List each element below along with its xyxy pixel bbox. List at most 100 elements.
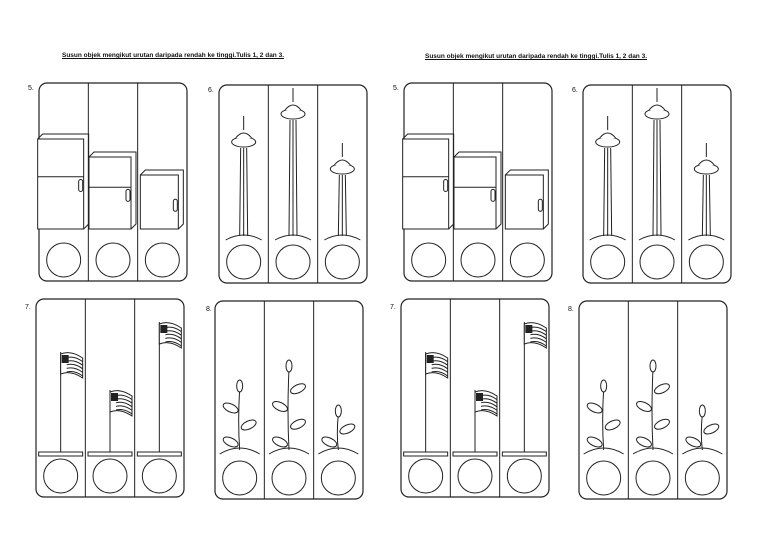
answer-circle [457,458,493,494]
answer-circle [635,460,671,496]
plant-leaf [685,436,702,448]
flag-base-plate [87,451,133,457]
flag-cloth [474,390,498,417]
plant-leaf [222,402,239,414]
question-8-panel-left [214,300,364,500]
answer-circle [408,458,444,494]
question-5-panel-left [37,82,188,282]
plant-leaf [222,436,239,448]
answer-circle [320,460,356,496]
flag-base-plate [136,451,182,457]
fridge-side [88,151,137,230]
plant-bud [236,379,244,393]
question-number-8-right: 8. [568,306,574,313]
flag-cloth [60,352,84,379]
object-plant-1 [583,379,624,455]
tower-pod [280,108,306,120]
flag-stripe [165,341,182,347]
flag-base-plate [452,451,498,457]
question-number-7-left: 7. [25,304,31,311]
flag-stripe [165,333,182,340]
plant-leaf [703,423,720,435]
plant-leaf [604,419,621,431]
object-flag-1 [425,352,449,452]
flag-base-plate [38,451,84,457]
fridge-handle [78,179,84,192]
plant-leaf [290,418,306,430]
question-number-6-right: 6. [572,87,578,94]
flag-stripe [530,341,547,347]
fridge-side [504,169,549,230]
plant-stem [336,413,339,451]
tower-dome [284,104,302,111]
flag-cloth [109,390,133,417]
tower-shaft-right [610,147,613,237]
plant-leaf [586,402,603,414]
flag-stripe [115,401,133,408]
tower-dome [235,132,253,139]
flag-canton [525,325,533,333]
fridge-handle [490,188,496,202]
object-fridge-3 [139,169,184,230]
panel-border [214,300,364,500]
tower-shaft-left [337,174,340,237]
flag-canton [426,355,434,363]
answer-circle [324,244,360,280]
plant-bud [698,404,706,418]
flag-stripe [530,333,547,340]
question-number-5-right: 5. [393,85,399,92]
plant-leaf [272,436,288,448]
object-fridge-1 [37,133,90,230]
answer-circle [411,242,447,278]
flag-stripe [530,337,547,343]
object-tower-2 [274,88,312,241]
answer-circle [590,244,626,280]
answer-circle [509,242,545,278]
object-flag-2 [109,390,133,452]
flag-stripe [165,337,182,343]
tower-shaft-left [288,119,291,237]
answer-circle [144,242,180,278]
plant-leaf [586,436,603,448]
flag-canton [476,393,483,401]
answer-circle [222,460,258,496]
flag-base-plate [501,451,547,457]
flag-cloth [425,352,449,379]
question-number-7-right: 7. [390,304,396,311]
flag-stripe [480,401,498,408]
fridge-side [37,133,90,230]
fridge-body [37,138,85,230]
flag-stripe [115,405,133,411]
answer-circle [275,244,311,280]
plant-leaf [272,401,288,412]
fridge-handle [537,198,543,212]
plant-leaf [290,383,306,395]
fridge-side [139,169,184,230]
answer-circle [460,242,496,278]
tower-shaft-right [246,147,249,237]
flag-stripe [431,371,448,377]
tower-pod [329,163,355,175]
flag-stripe [431,367,448,373]
flag-canton [111,393,118,401]
object-flag-2 [474,390,498,452]
object-fridge-3 [504,169,549,230]
answer-circle [271,460,307,496]
plant-stem [700,413,703,451]
fridge-body [453,156,497,230]
tower-pod [595,136,621,148]
tower-shaft-left [239,147,242,237]
fridge-body [504,174,544,230]
plant-leaf [654,383,670,395]
answer-circle [586,460,622,496]
object-flag-3 [158,322,182,452]
plant-leaf [636,436,652,448]
answer-circle [684,460,720,496]
object-tower-2 [638,88,676,241]
worksheet-title-left: Susun objek mengikut urutan daripada ren… [62,52,284,59]
object-fridge-2 [453,151,502,230]
answer-circle [688,244,724,280]
panel-border [582,84,732,284]
question-7-panel-left [35,298,185,498]
question-number-6-left: 6. [208,87,214,94]
